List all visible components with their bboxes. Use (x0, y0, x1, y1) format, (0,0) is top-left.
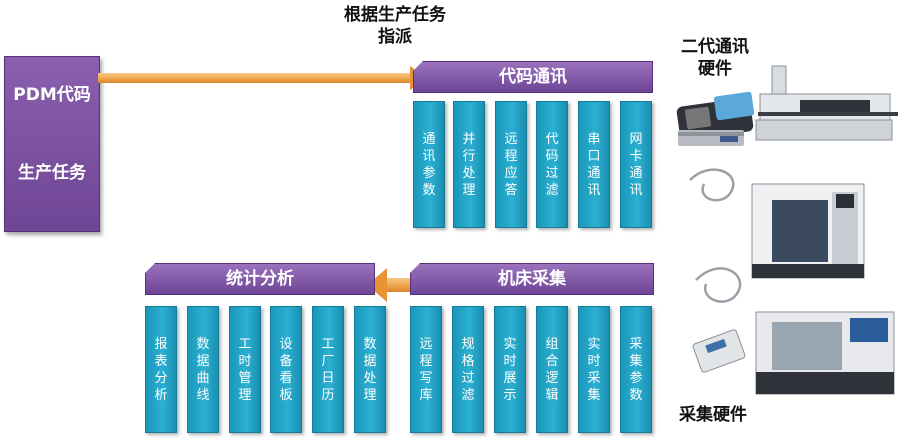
pdm-to-code-arrow (98, 66, 428, 90)
machine-collect-header: 机床采集 (410, 263, 654, 295)
machine-collect-item: 组合逻辑 (536, 306, 568, 433)
network-cable-icon (689, 168, 742, 303)
machine-collect-item: 采集参数 (620, 306, 652, 433)
hardware-illustrations (676, 65, 898, 395)
pdm-task-box: PDM代码 生产任务 (4, 56, 100, 232)
stats-item: 数据处理 (354, 306, 386, 433)
code-comm-item: 远程应答 (495, 101, 527, 228)
pdm-code-label: PDM代码 (13, 85, 91, 105)
second-gen-hardware-label: 二代通讯硬件 (681, 37, 749, 79)
stats-item: 数据曲线 (187, 306, 219, 433)
code-comm-item: 并行处理 (453, 101, 485, 228)
stats-item: 设备看板 (270, 306, 302, 433)
machine-collect-item: 远程写库 (410, 306, 442, 433)
code-comm-item: 通讯参数 (413, 101, 445, 228)
collect-to-stats-arrow (367, 268, 413, 302)
stats-item: 工厂日历 (312, 306, 344, 433)
handheld-terminal-icon (676, 91, 755, 141)
production-task-label: 生产任务 (18, 163, 86, 183)
machining-center-icon (751, 183, 865, 279)
stats-item: 工时管理 (229, 306, 261, 433)
code-comm-item: 串口通讯 (578, 101, 610, 228)
stats-item: 报表分析 (145, 306, 177, 433)
edm-machine-icon (755, 65, 898, 141)
collect-hardware-label: 采集硬件 (679, 405, 747, 425)
machine-collect-item: 实时采集 (578, 306, 610, 433)
code-comm-header: 代码通讯 (413, 61, 653, 93)
comm-box-icon (678, 130, 744, 146)
machine-collect-item: 规格过滤 (452, 306, 484, 433)
code-comm-item: 网卡通讯 (620, 101, 652, 228)
code-comm-item: 代码过滤 (536, 101, 568, 228)
stats-header: 统计分析 (145, 263, 375, 295)
assign-caption: 根据生产任务指派 (344, 5, 446, 47)
cnc-lathe-icon (755, 311, 895, 395)
collector-module-icon (692, 329, 746, 373)
machine-collect-item: 实时展示 (494, 306, 526, 433)
